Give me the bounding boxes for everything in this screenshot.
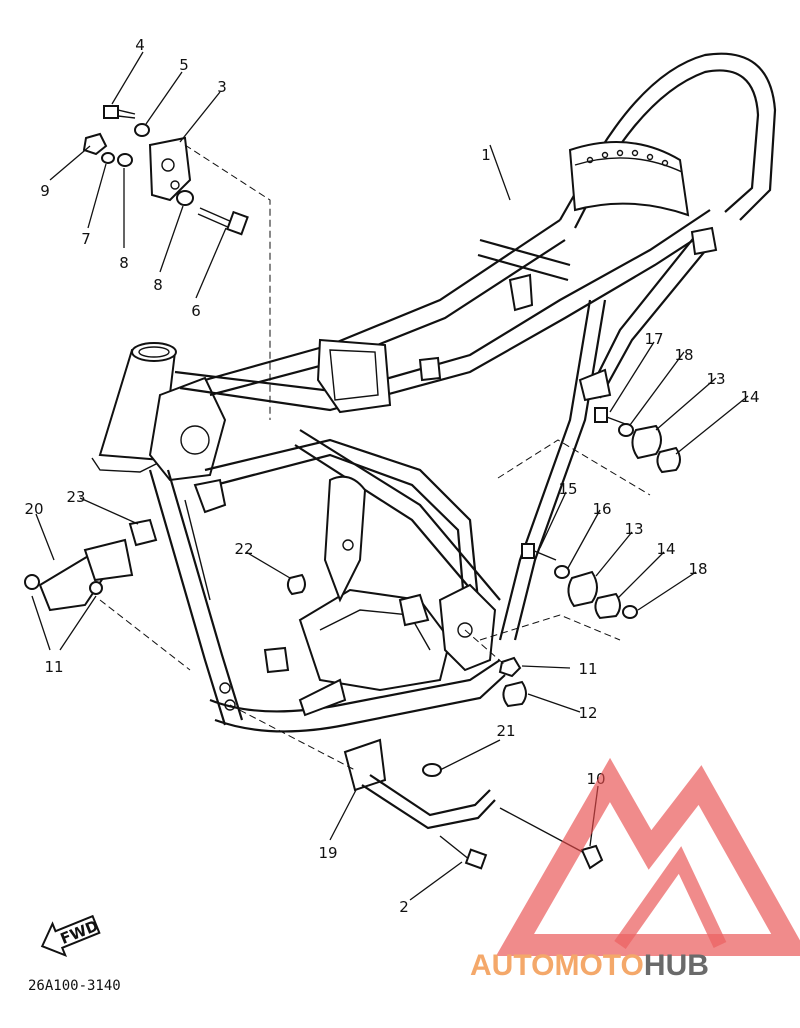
washer-5	[134, 123, 150, 137]
callout-18-lower: 18	[688, 560, 707, 578]
callout-13-upper: 13	[706, 370, 725, 388]
callouts: 4 5 3 9 7 8 8 6 1 17 18 13 14 15 16 13 1…	[24, 36, 759, 916]
callout-12: 12	[578, 704, 597, 722]
callout-20: 20	[24, 500, 43, 518]
watermark-text: AUTOMOTOHUB	[470, 949, 709, 982]
callout-6: 6	[191, 302, 201, 320]
stand-assembly	[343, 738, 604, 870]
watermark-logo	[495, 757, 800, 956]
callout-11-left: 11	[44, 658, 63, 676]
callout-11-right: 11	[578, 660, 597, 678]
callout-4: 4	[135, 36, 145, 54]
callout-18-upper: 18	[674, 346, 693, 364]
callout-22: 22	[234, 540, 253, 558]
callout-2: 2	[399, 898, 409, 916]
callout-14-lower: 14	[656, 540, 675, 558]
callout-19: 19	[318, 844, 337, 862]
callout-1: 1	[481, 146, 491, 164]
callout-16: 16	[592, 500, 611, 518]
fwd-arrow: FWD	[40, 914, 101, 958]
rear-mount-parts	[286, 407, 681, 708]
washer-8-lower	[176, 190, 194, 206]
washer-7	[101, 152, 115, 164]
callout-8-upper: 8	[119, 254, 129, 272]
bolt-6	[197, 207, 249, 236]
callout-21: 21	[496, 722, 515, 740]
callout-8-lower: 8	[153, 276, 163, 294]
diagram-code: 26A100-3140	[28, 978, 121, 994]
watermark-part1: AUTOMOTO	[470, 949, 644, 982]
callout-23: 23	[66, 488, 85, 506]
callout-13-lower: 13	[624, 520, 643, 538]
bolt-4	[103, 105, 136, 119]
washer-8-upper	[117, 153, 133, 167]
callout-9: 9	[40, 182, 50, 200]
callout-17: 17	[644, 330, 663, 348]
assembly-lines	[99, 144, 651, 771]
callout-14-upper: 14	[740, 388, 759, 406]
callout-3: 3	[217, 78, 227, 96]
bracket-3	[148, 136, 192, 202]
head-bracket-parts	[82, 105, 249, 236]
plate-assembly-20	[24, 518, 158, 612]
callout-7: 7	[81, 230, 91, 248]
nut-9	[82, 132, 108, 156]
callout-5: 5	[179, 56, 189, 74]
watermark-part2: HUB	[644, 949, 709, 982]
frame	[91, 52, 777, 733]
callout-15: 15	[558, 480, 577, 498]
